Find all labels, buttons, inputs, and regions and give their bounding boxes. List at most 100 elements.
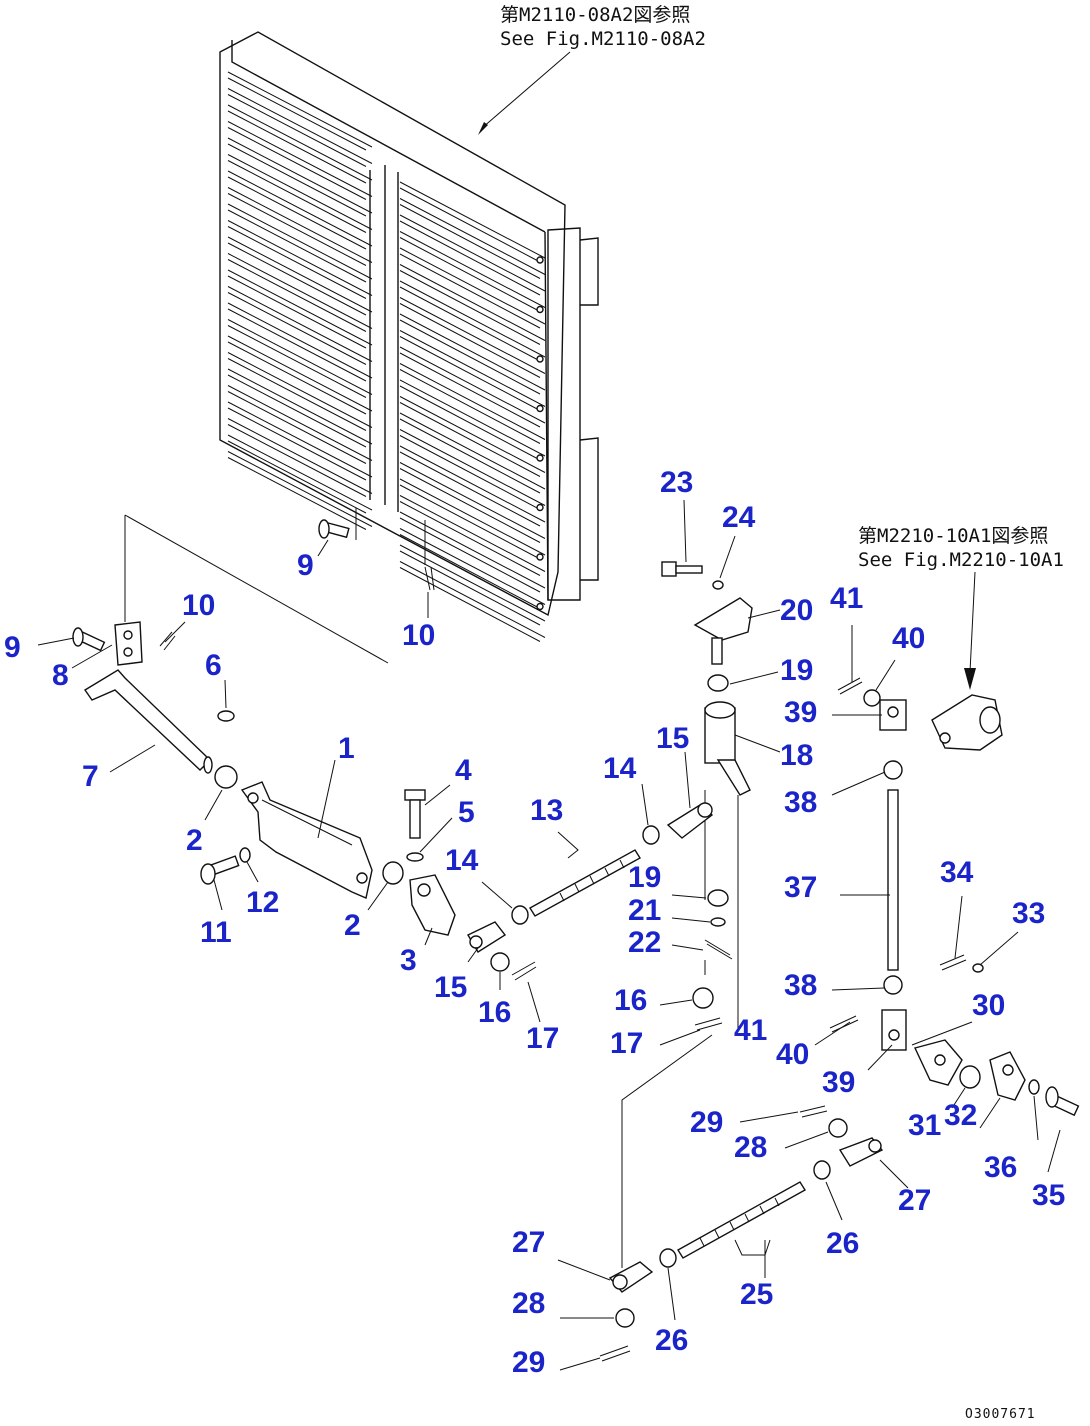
louver-rivet: [536, 404, 544, 413]
louver-blade-right: [399, 297, 546, 378]
louver-blade-left: [227, 203, 373, 283]
part-yoke-39: [881, 1009, 907, 1051]
callout-label: 9: [297, 549, 314, 582]
callout-label: 7: [82, 760, 99, 793]
callout-label: 29: [690, 1106, 723, 1139]
callout-label: 14: [445, 844, 479, 877]
callout-label: 28: [512, 1287, 545, 1320]
callout-label: 33: [1012, 897, 1045, 930]
louver-blade-left: [227, 71, 373, 151]
part-pin-9-upper: [318, 519, 350, 539]
part-rod-end-27: [608, 1261, 654, 1293]
louver-blade-right: [399, 462, 546, 543]
callout-label: 10: [402, 619, 435, 652]
callout-label: 13: [530, 794, 563, 827]
callout-label: 37: [784, 871, 817, 904]
louver-blade-right: [399, 478, 546, 560]
louver-blade-right: [399, 528, 546, 609]
louver-blade-left: [227, 451, 373, 530]
part-nut-38: [883, 760, 903, 780]
part-washer-36: [1028, 1079, 1040, 1095]
louver-rivet: [536, 454, 544, 462]
louver-blade-left: [227, 352, 373, 431]
louver-blade-left: [227, 335, 373, 415]
part-bolt-4: [404, 789, 426, 839]
callout-label: 2: [186, 824, 203, 857]
louver-blade-left: [227, 154, 373, 233]
callout-label: 1: [338, 732, 355, 765]
louver-blade-left: [227, 385, 373, 464]
part-bolt-23: [661, 561, 703, 577]
callout-label: 36: [984, 1151, 1017, 1184]
part-washer-12: [239, 847, 251, 863]
part-washer-5: [406, 852, 424, 862]
louver-blade-left: [227, 121, 373, 200]
callout-label: 20: [780, 594, 813, 627]
louver-blade-right: [399, 280, 546, 362]
callout-label: 19: [628, 861, 661, 894]
callout-label: 28: [734, 1131, 767, 1164]
callout-label: 40: [892, 622, 925, 655]
callout-label: 8: [52, 659, 69, 692]
part-lever-18: [704, 701, 751, 796]
part-pin-17: [694, 1017, 723, 1031]
callout-label: 26: [826, 1227, 859, 1260]
part-bracket-8: [114, 621, 143, 666]
callout-label: 11: [200, 916, 232, 949]
callout-label: 15: [434, 971, 467, 1004]
part-bracket-20: [693, 597, 753, 665]
louver-blade-left: [227, 187, 373, 266]
callout-leaders: [37, 499, 1061, 1371]
callout-label: 30: [972, 989, 1005, 1022]
louver-rivet: [536, 503, 544, 512]
louver-blade-left: [227, 286, 373, 365]
callout-label: 38: [784, 786, 817, 819]
callout-label: 24: [722, 501, 756, 534]
louver-blade-left: [227, 137, 373, 217]
part-rod-end-15: [467, 921, 507, 953]
louver-blade-right: [399, 214, 546, 296]
reference-right-jp: 第M2210-10A1図参照: [858, 525, 1048, 547]
part-nut-14: [511, 905, 529, 925]
part-washer-21: [710, 917, 726, 927]
louver-rivet: [536, 553, 544, 561]
callout-label: 27: [898, 1184, 931, 1217]
callout-label: 41: [734, 1014, 767, 1047]
part-bushing-2: [214, 765, 238, 789]
part-rod-37: [887, 789, 899, 971]
callout-label: 39: [784, 696, 817, 729]
louver-blade-left: [227, 319, 373, 398]
part-bushing-2: [382, 861, 404, 885]
part-nut-26: [813, 1160, 831, 1180]
part-bushing-19: [707, 674, 729, 692]
louver-blade-right: [399, 247, 546, 329]
louver-blade-left: [227, 368, 373, 448]
part-nut-16: [692, 987, 714, 1009]
callout-label: 40: [776, 1038, 809, 1071]
louver-blade-left: [227, 418, 373, 497]
part-washer-6: [217, 710, 235, 722]
louver-blade-right: [399, 396, 546, 477]
part-nut-26: [659, 1248, 677, 1268]
louver-rivet: [536, 256, 544, 264]
callout-label: 14: [603, 752, 637, 785]
callout-label: 38: [784, 969, 817, 1002]
louver-blade-left: [227, 220, 373, 299]
louver-rivet: [536, 305, 544, 314]
part-nut-40: [863, 689, 881, 707]
shutter-assembly: [219, 31, 599, 642]
callout-label: 32: [944, 1099, 977, 1132]
callout-label: 35: [1032, 1179, 1065, 1212]
louver-blade-left: [227, 104, 373, 184]
callout-label: 26: [655, 1324, 688, 1357]
part-bushing-19: [707, 889, 729, 907]
callout-label: 18: [780, 739, 813, 772]
louver-blade-left: [227, 401, 373, 481]
part-nut-16: [490, 952, 510, 972]
callout-label: 17: [526, 1022, 559, 1055]
callout-label: 41: [830, 582, 863, 615]
part-washer-24: [712, 580, 724, 590]
part-bolt-35: [1045, 1086, 1080, 1117]
